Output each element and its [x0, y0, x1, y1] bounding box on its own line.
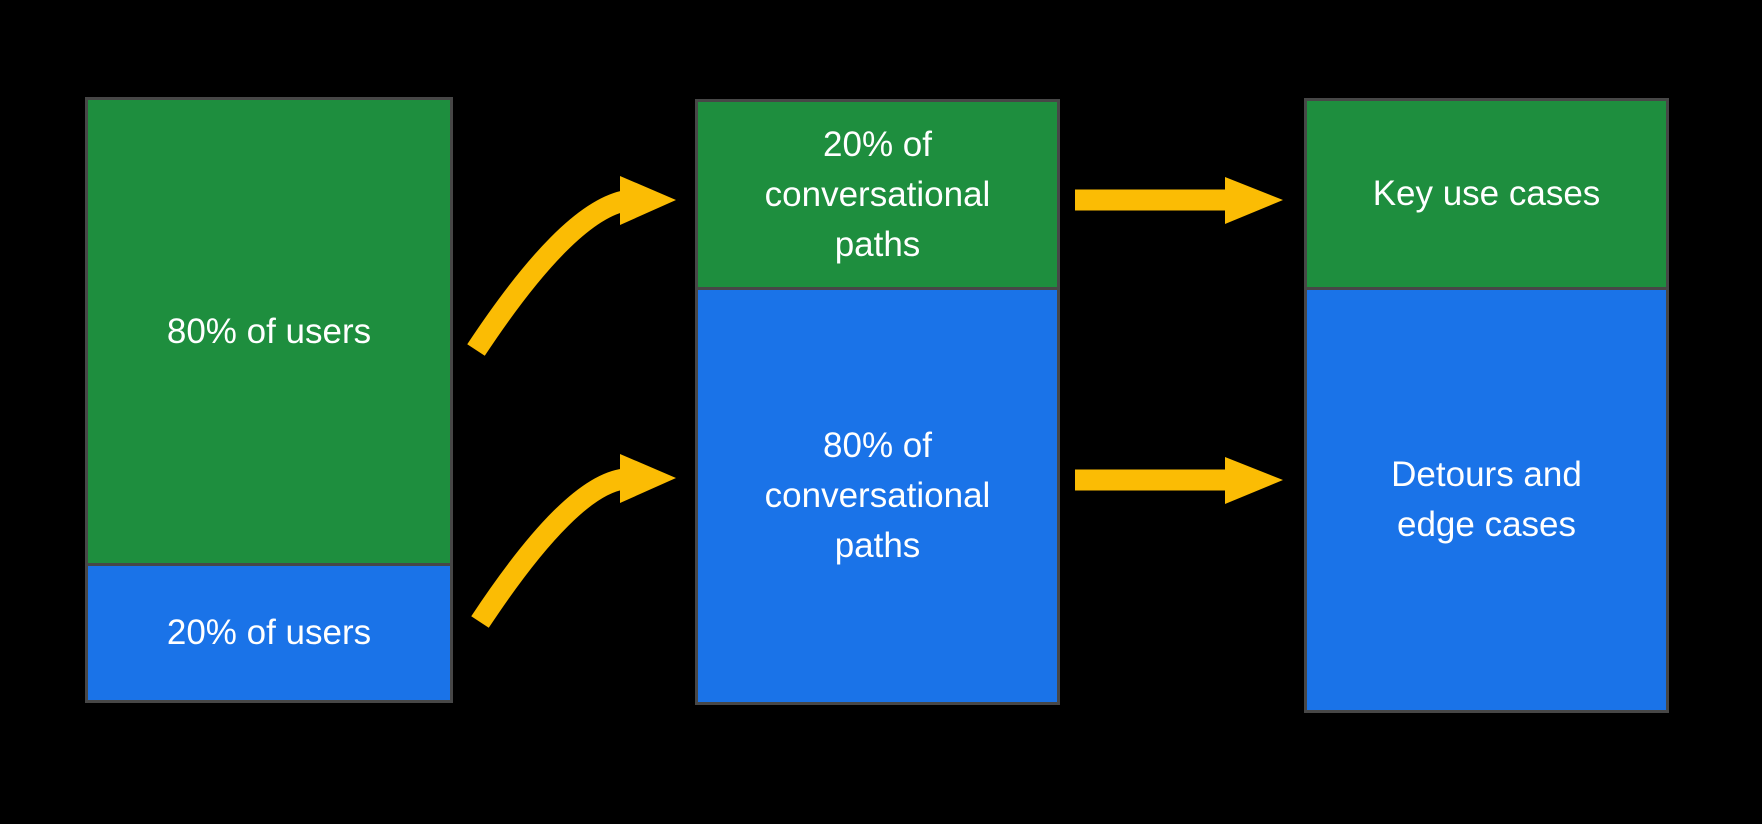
paths-majority-segment: 80% of conversational paths — [698, 290, 1057, 702]
paths-majority-label: 80% of conversational paths — [764, 426, 991, 565]
users-minority-label: 20% of users — [166, 613, 372, 652]
arrow-20-paths-to-key-use-cases — [1075, 177, 1283, 224]
detours-edge-cases-label: Detours and edge cases — [1391, 455, 1582, 544]
detours-edge-cases-segment: Detours and edge cases — [1307, 290, 1666, 710]
arrow-80-paths-to-detours-edge-cases — [1075, 457, 1283, 504]
conversational-paths-column: 20% of conversational paths 80% of conve… — [695, 99, 1060, 705]
paths-minority-segment: 20% of conversational paths — [698, 102, 1057, 290]
users-majority-label: 80% of users — [166, 311, 372, 351]
paths-minority-label: 20% of conversational paths — [764, 124, 991, 264]
arrow-20-users-to-80-paths — [471, 454, 676, 628]
users-minority-segment: 20% of users — [88, 566, 450, 700]
users-column: 80% of users 20% of users — [85, 97, 453, 703]
key-use-cases-segment: Key use cases — [1307, 101, 1666, 290]
users-majority-segment: 80% of users — [88, 100, 450, 566]
outcomes-column: Key use cases Detours and edge cases — [1304, 98, 1669, 713]
arrow-80-users-to-20-paths — [467, 176, 676, 356]
key-use-cases-label: Key use cases — [1372, 174, 1601, 213]
